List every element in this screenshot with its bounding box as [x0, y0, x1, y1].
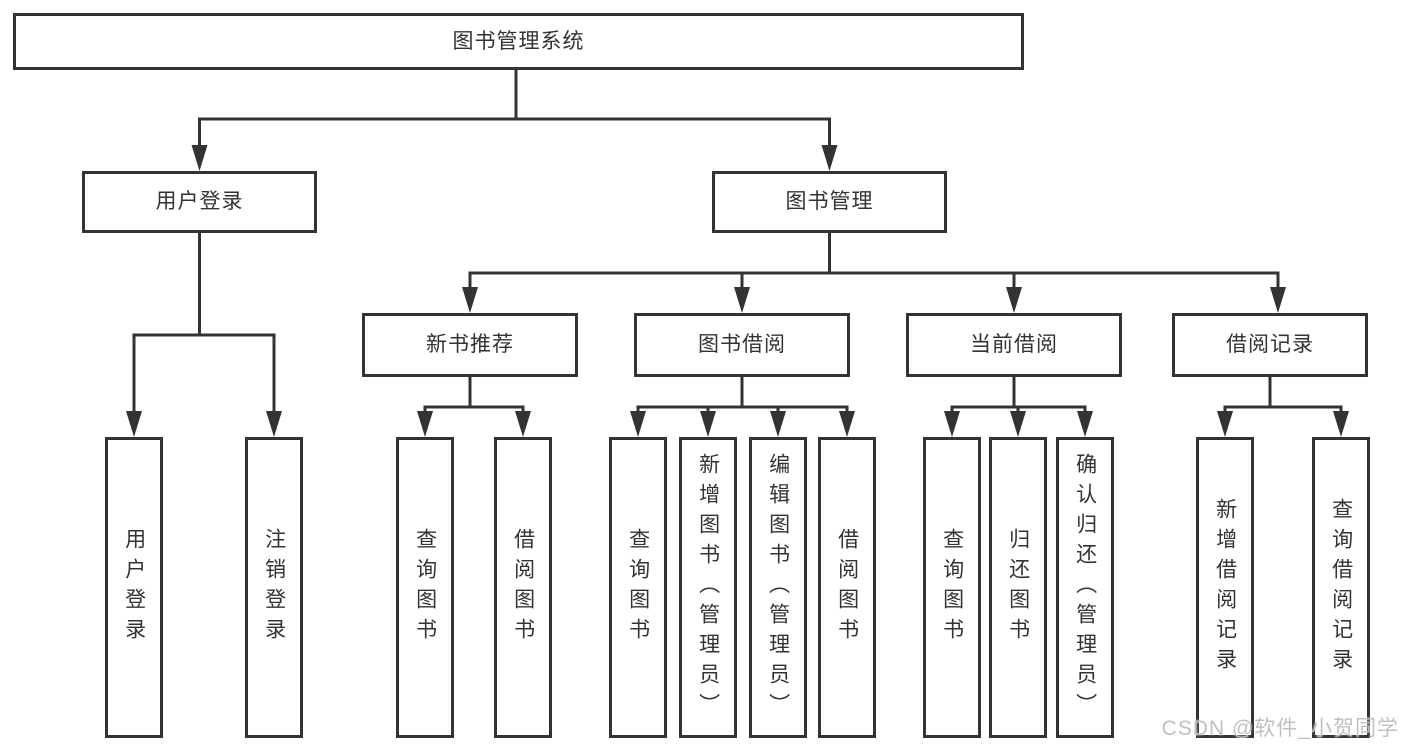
leaf-borrow-books: 借阅图书 [818, 437, 876, 738]
leaf-confirm-return-admin: 确认归还（管理员） [1056, 437, 1114, 738]
leaf-query-books-borrow: 查询图书 [609, 437, 667, 738]
arrowheads [126, 145, 1349, 437]
watermark: CSDN @软件_小贺同学 [1161, 717, 1399, 740]
leaf-query-books-current: 查询图书 [923, 437, 981, 738]
node-borrowing-records: 借阅记录 [1172, 313, 1368, 377]
leaf-query-books-recommend: 查询图书 [396, 437, 454, 738]
leaf-user-login: 用户登录 [105, 437, 163, 738]
leaf-add-borrow-record: 新增借阅记录 [1196, 437, 1254, 738]
node-user-login: 用户登录 [82, 171, 317, 233]
leaf-borrow-books-recommend: 借阅图书 [494, 437, 552, 738]
leaf-query-borrow-record: 查询借阅记录 [1312, 437, 1370, 738]
node-book-borrowing: 图书借阅 [634, 313, 850, 377]
node-book-management: 图书管理 [712, 171, 947, 233]
node-library-management-system: 图书管理系统 [13, 13, 1024, 70]
leaf-return-books: 归还图书 [989, 437, 1047, 738]
node-current-borrowing: 当前借阅 [906, 313, 1122, 377]
node-new-book-recommend: 新书推荐 [362, 313, 578, 377]
leaf-edit-books-admin: 编辑图书（管理员） [749, 437, 807, 738]
leaf-add-books-admin: 新增图书（管理员） [679, 437, 737, 738]
leaf-logout: 注销登录 [245, 437, 303, 738]
